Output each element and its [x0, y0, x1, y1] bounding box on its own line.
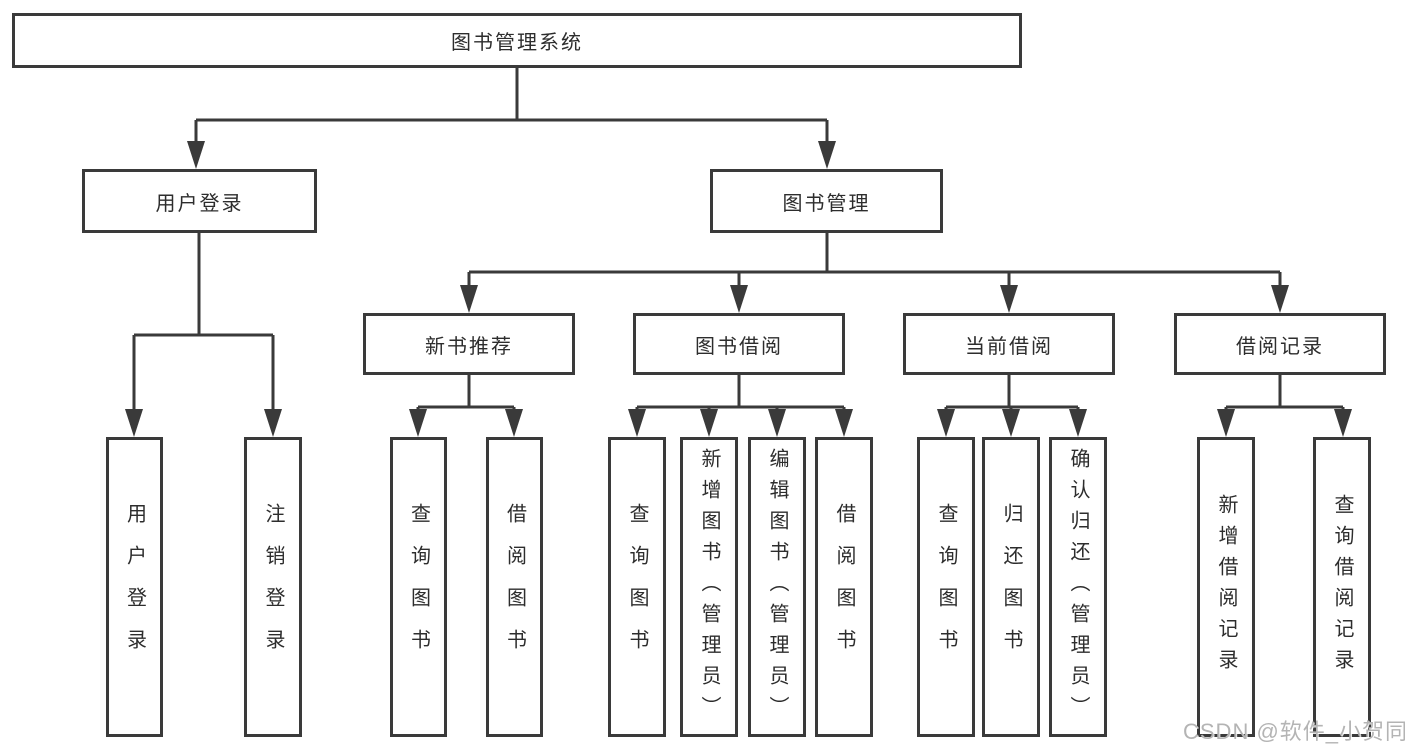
watermark: CSDN @软件_小贺同学: [1183, 719, 1405, 744]
leaf-borrowing-borrow-books: 借阅图书: [815, 437, 873, 737]
leaf-return-books: 归还图书: [982, 437, 1040, 737]
leaf-borrowing-query-books-label: 查询图书: [626, 503, 648, 671]
leaf-edit-book-admin: 编辑图书（管理员）: [748, 437, 806, 737]
leaf-recommend-query-books: 查询图书: [390, 437, 447, 737]
leaf-borrowing-borrow-books-label: 借阅图书: [833, 503, 855, 671]
leaf-current-query-books-label: 查询图书: [935, 503, 957, 671]
leaf-logout: 注销登录: [244, 437, 302, 737]
leaf-logout-label: 注销登录: [262, 503, 284, 671]
leaf-recommend-borrow-books: 借阅图书: [486, 437, 543, 737]
node-current-borrowing: 当前借阅: [903, 313, 1115, 375]
leaf-query-borrow-record-label: 查询借阅记录: [1331, 494, 1353, 680]
leaf-recommend-query-books-label: 查询图书: [407, 503, 430, 671]
leaf-current-query-books: 查询图书: [917, 437, 975, 737]
node-book-borrowing: 图书借阅: [633, 313, 845, 375]
leaf-recommend-borrow-books-label: 借阅图书: [503, 503, 526, 671]
leaf-add-borrow-record-label: 新增借阅记录: [1215, 494, 1237, 680]
node-book-management: 图书管理: [710, 169, 943, 233]
node-new-book-recommend: 新书推荐: [363, 313, 575, 375]
leaf-edit-book-admin-label: 编辑图书（管理员）: [766, 447, 788, 727]
arrowheads: [125, 141, 1352, 437]
leaf-add-book-admin-label: 新增图书（管理员）: [698, 447, 720, 727]
node-borrowing-records: 借阅记录: [1174, 313, 1386, 375]
leaf-user-login-label: 用户登录: [123, 503, 146, 671]
leaf-borrowing-query-books: 查询图书: [608, 437, 666, 737]
leaf-return-books-label: 归还图书: [1000, 503, 1022, 671]
leaf-confirm-return-admin: 确认归还（管理员）: [1049, 437, 1107, 737]
leaf-query-borrow-record: 查询借阅记录: [1313, 437, 1371, 737]
leaf-confirm-return-admin-label: 确认归还（管理员）: [1067, 447, 1089, 727]
node-user-login: 用户登录: [82, 169, 317, 233]
leaf-add-borrow-record: 新增借阅记录: [1197, 437, 1255, 737]
leaf-add-book-admin: 新增图书（管理员）: [680, 437, 738, 737]
leaf-user-login: 用户登录: [106, 437, 163, 737]
node-root-system: 图书管理系统: [12, 13, 1022, 68]
